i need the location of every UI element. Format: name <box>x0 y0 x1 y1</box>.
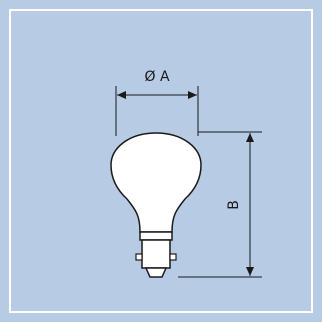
bulb-glass <box>110 132 202 233</box>
bayonet-pin-right <box>169 253 177 261</box>
bulb-contacts <box>144 267 168 278</box>
bayonet-pin-left <box>135 253 143 261</box>
height-label: B <box>226 200 242 210</box>
bulb-neck <box>139 231 173 241</box>
bulb-cap <box>141 239 171 269</box>
diameter-label: Ø A <box>144 69 169 85</box>
inner-border <box>9 9 313 313</box>
